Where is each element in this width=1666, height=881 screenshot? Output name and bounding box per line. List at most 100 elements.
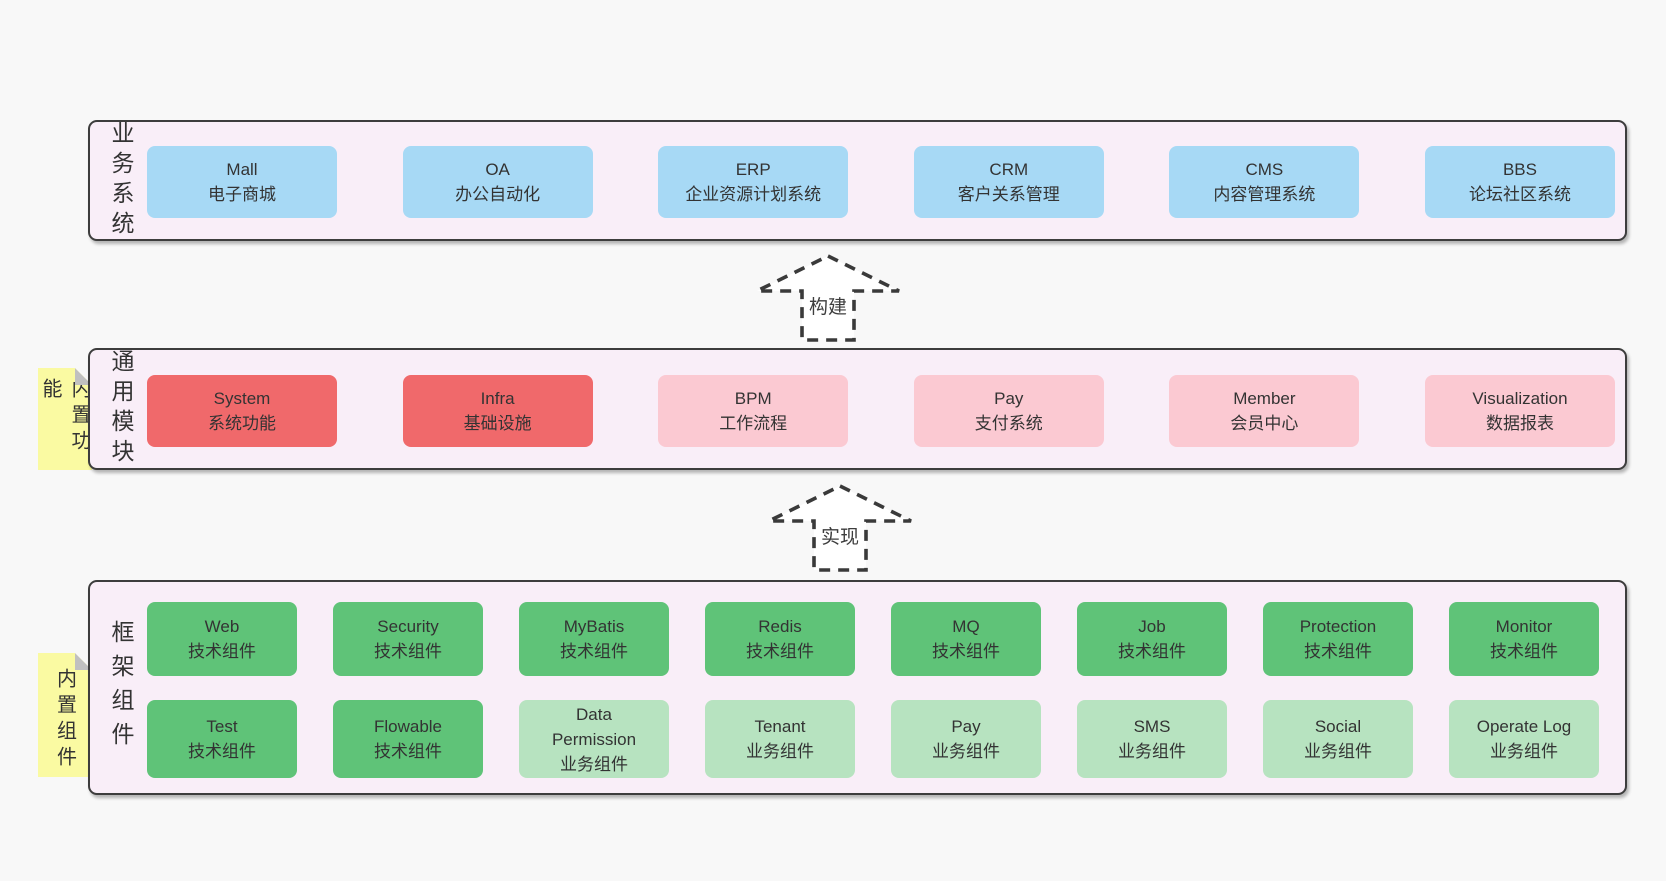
box-subtitle: 系统功能 [208,414,276,433]
box-subtitle: 企业资源计划系统 [685,185,822,204]
box-title: Job [1138,617,1166,636]
box-monitor: Monitor 技术组件 [1449,602,1599,676]
box-title: Visualization [1472,389,1568,408]
box-security: Security 技术组件 [333,602,483,676]
box-job: Job 技术组件 [1077,602,1227,676]
box-mybatis: MyBatis 技术组件 [519,602,669,676]
arrow-build-label: 构建 [805,292,851,319]
box-title: MyBatis [563,617,625,636]
box-bpm: BPM 工作流程 [658,375,849,447]
box-title: Flowable [373,717,443,736]
box-title: MQ [952,617,980,636]
box-title: BBS [1502,160,1537,179]
box-subtitle: 工作流程 [719,414,788,433]
box-subtitle: 业务组件 [1118,742,1186,761]
box-subtitle: 内容管理系统 [1213,185,1316,204]
box-subtitle: 基础设施 [463,414,532,433]
box-subtitle: 技术组件 [1490,642,1558,661]
box-cms: CMS 内容管理系统 [1169,146,1360,218]
box-subtitle: 技术组件 [1118,642,1186,661]
band-business-systems: 业务系统 Mall 电子商城 OA 办公自动化 ERP 企业资源计划系统 CRM… [88,120,1627,241]
box-subtitle: 技术组件 [560,642,628,661]
box-visualization: Visualization 数据报表 [1424,375,1615,447]
box-title: Member [1233,389,1296,408]
box-mq: MQ 技术组件 [891,602,1041,676]
box-erp: ERP 企业资源计划系统 [658,146,849,218]
box-subtitle: 业务组件 [1490,742,1558,761]
box-subtitle: 技术组件 [188,742,256,761]
box-title: OA [485,160,510,179]
box-protection: Protection 技术组件 [1263,602,1413,676]
box-tenant: Tenant 业务组件 [705,700,855,778]
box-subtitle: 业务组件 [746,742,814,761]
box-title: Social [1314,717,1362,736]
sticky-built-in-features: 内置功能 [38,368,92,470]
box-mall: Mall 电子商城 [147,146,337,218]
box-title: Tenant [754,717,806,736]
box-title: Redis [758,617,802,636]
box-title: Monitor [1495,617,1553,636]
box-data-permission: Data Permission 业务组件 [519,700,669,778]
box-title: CRM [989,160,1029,179]
box-subtitle: 办公自动化 [455,185,541,204]
sticky-built-in-components-label: 内置组件 [53,668,76,772]
box-oa: OA 办公自动化 [402,146,593,218]
sticky-built-in-components: 内置组件 [38,653,92,777]
band-framework-components: 框架组件 Web 技术组件 Security 技术组件 MyBatis 技术组件… [88,580,1627,795]
box-subtitle: 数据报表 [1485,414,1554,433]
box-flowable: Flowable 技术组件 [333,700,483,778]
arrow-implement: 实现 [765,482,915,574]
box-title: Operate Log [1476,717,1572,736]
box-system: System 系统功能 [147,375,337,447]
box-bbs: BBS 论坛社区系统 [1424,146,1615,218]
box-title: Protection [1299,617,1377,636]
box-title: Pay [951,717,981,736]
box-subtitle: 技术组件 [746,642,814,661]
box-subtitle: 业务组件 [560,754,628,774]
box-subtitle: 业务组件 [932,742,1000,761]
band-common-modules-label: 通用模块 [108,349,134,469]
box-title: CMS [1245,160,1284,179]
box-redis: Redis 技术组件 [705,602,855,676]
modules-box-row: System 系统功能 Infra 基础设施 BPM 工作流程 Pay 支付系统… [147,375,1615,447]
box-subtitle: 技术组件 [374,742,442,761]
band-business-systems-label: 业务系统 [108,120,134,241]
box-subtitle: 会员中心 [1230,414,1299,433]
box-pay-component: Pay 业务组件 [891,700,1041,778]
box-subtitle: 业务组件 [1304,742,1372,761]
box-title: System [213,389,271,408]
box-title: Infra [480,389,515,408]
arrow-implement-label: 实现 [817,522,863,549]
box-title: BPM [734,389,772,408]
box-subtitle: 技术组件 [1304,642,1372,661]
box-subtitle: 支付系统 [974,414,1043,433]
box-subtitle: 技术组件 [374,642,442,661]
box-web: Web 技术组件 [147,602,297,676]
box-title: Web [204,617,240,636]
box-title: Data Permission [551,704,637,749]
box-member: Member 会员中心 [1169,375,1360,447]
box-operate-log: Operate Log 业务组件 [1449,700,1599,778]
box-infra: Infra 基础设施 [402,375,593,447]
box-title: Security [377,617,439,636]
band-common-modules: 通用模块 System 系统功能 Infra 基础设施 BPM 工作流程 Pay… [88,348,1627,470]
box-pay-system: Pay 支付系统 [913,375,1104,447]
box-sms: SMS 业务组件 [1077,700,1227,778]
box-title: SMS [1133,717,1171,736]
box-title: Mall [226,160,258,179]
components-row-1: Web 技术组件 Security 技术组件 MyBatis 技术组件 Redi… [147,602,1599,676]
box-subtitle: 技术组件 [188,642,256,661]
box-subtitle: 电子商城 [208,185,276,204]
business-box-row: Mall 电子商城 OA 办公自动化 ERP 企业资源计划系统 CRM 客户关系… [147,146,1615,218]
box-title: Pay [994,389,1024,408]
box-subtitle: 技术组件 [932,642,1000,661]
sticky-built-in-features-label: 内置功能 [39,378,90,456]
box-crm: CRM 客户关系管理 [913,146,1104,218]
components-row-2: Test 技术组件 Flowable 技术组件 Data Permission … [147,700,1599,778]
band-framework-components-label: 框架组件 [108,619,134,756]
box-social: Social 业务组件 [1263,700,1413,778]
box-subtitle: 客户关系管理 [957,185,1060,204]
box-title: ERP [735,160,771,179]
arrow-build: 构建 [753,252,903,344]
